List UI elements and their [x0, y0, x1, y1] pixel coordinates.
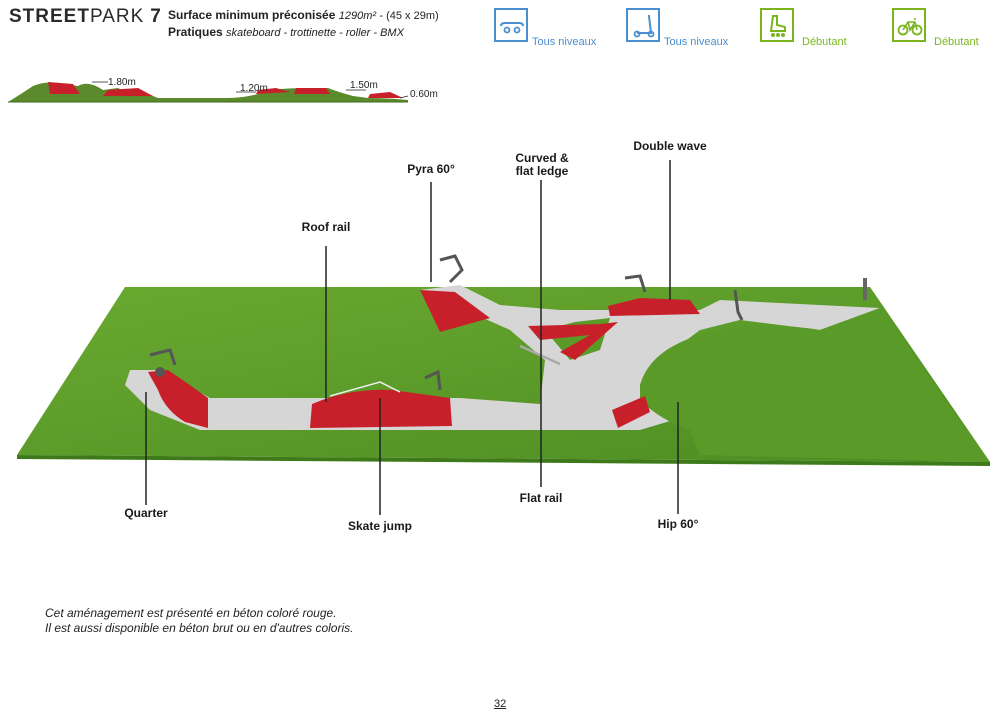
note-line-2: Il est aussi disponible en béton brut ou… [45, 621, 354, 635]
profile-height-4: 0.60m [410, 89, 438, 100]
surface-dimensions: - (45 x 29m) [379, 10, 439, 22]
hip-module [612, 396, 650, 428]
specifications: Surface minimum préconisée 1290m² - (45 … [168, 7, 439, 41]
level-label-scooter: Tous niveaux [664, 36, 729, 48]
surface-label: Surface minimum préconisée [168, 8, 336, 22]
skateboard-icon [494, 8, 528, 42]
title-bold: STREET [9, 6, 90, 27]
label-curved-ledge-2: flat ledge [515, 164, 569, 178]
curved-ledge-module [528, 322, 618, 360]
label-pyra: Pyra 60° [407, 162, 455, 176]
bmx-icon [892, 8, 926, 42]
practices-label: Pratiques [168, 25, 223, 39]
surface-value: 1290m² [338, 10, 377, 22]
level-label-roller: Débutant [802, 36, 847, 48]
label-quarter: Quarter [124, 506, 168, 520]
profile-height-1: 1.80m [108, 77, 136, 88]
profile-height-2: 1.20m [240, 83, 268, 94]
practices-value: skateboard - trottinette - roller - BMX [226, 27, 404, 39]
label-double-wave: Double wave [633, 139, 707, 153]
title-thin: PARK [89, 6, 145, 27]
pyra-module [420, 290, 490, 332]
scooter-icon [626, 8, 660, 42]
level-label-skateboard: Tous niveaux [532, 36, 597, 48]
label-hip: Hip 60° [657, 517, 699, 531]
label-flat-rail: Flat rail [519, 491, 563, 505]
elevation-profile [8, 81, 409, 103]
title-number: 7 [150, 6, 162, 27]
label-roof-rail: Roof rail [301, 220, 351, 234]
page-number: 32 [494, 698, 507, 710]
level-label-bmx: Débutant [934, 36, 979, 48]
finish-note: Cet aménagement est présenté en béton co… [45, 606, 353, 636]
skate-jump-module [310, 389, 452, 428]
profile-height-3: 1.50m [350, 80, 378, 91]
quarter-module [148, 370, 208, 428]
label-curved-ledge-1: Curved & [515, 151, 569, 165]
roller-icon [760, 8, 794, 42]
label-skate-jump: Skate jump [347, 519, 413, 533]
double-wave-module [608, 298, 700, 316]
concrete-path [125, 285, 880, 430]
note-line-1: Cet aménagement est présenté en béton co… [45, 606, 337, 620]
